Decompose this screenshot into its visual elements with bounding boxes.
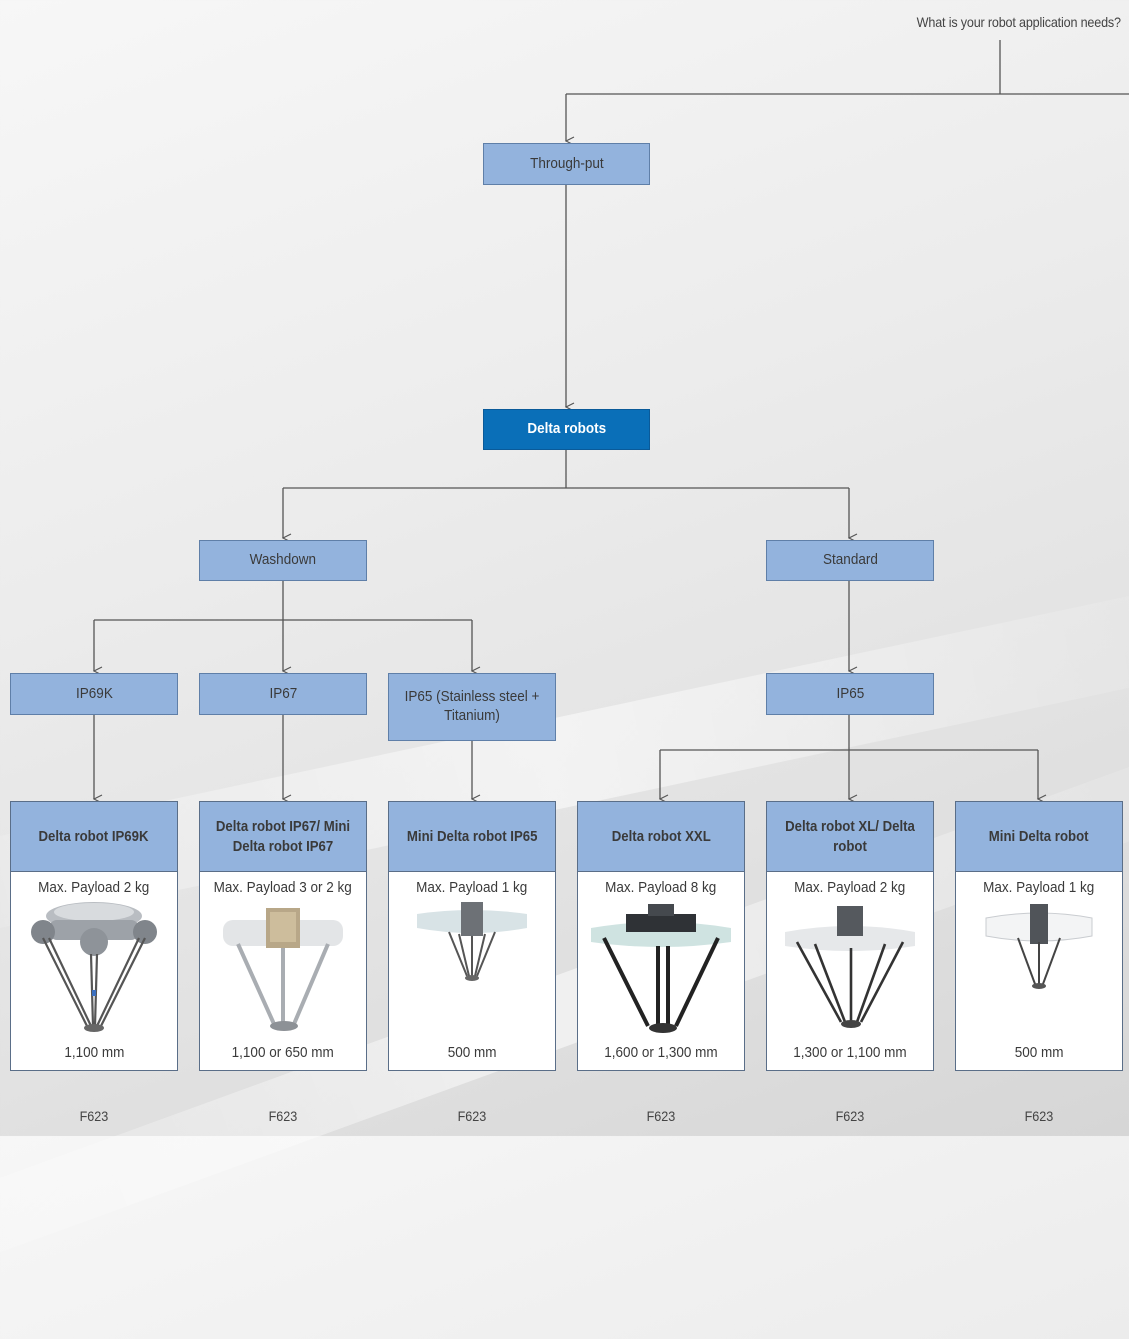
product-card-mini-delta-ip65: Mini Delta robot IP65 Max. Payload 1 kg … bbox=[388, 801, 556, 1071]
product-code: F623 bbox=[457, 1108, 487, 1124]
product-reach: 500 mm bbox=[447, 1044, 497, 1061]
product-card-delta-xxl: Delta robot XXL Max. Payload 8 kg 1,600 … bbox=[577, 801, 745, 1071]
product-name: Delta robot XL/ Delta robot bbox=[767, 802, 933, 872]
product-code: F623 bbox=[268, 1108, 298, 1124]
product-payload: Max. Payload 3 or 2 kg bbox=[213, 879, 353, 896]
node-ip65: IP65 bbox=[766, 673, 934, 715]
node-ip65-stainless: IP65 (Stainless steel + Titanium) bbox=[388, 673, 556, 741]
product-reach: 1,100 mm bbox=[63, 1044, 125, 1061]
product-payload: Max. Payload 1 kg bbox=[983, 879, 1095, 896]
product-code: F623 bbox=[835, 1108, 865, 1124]
product-reach: 1,300 or 1,100 mm bbox=[793, 1044, 907, 1061]
product-code: F623 bbox=[646, 1108, 676, 1124]
product-card-delta-ip69k: Delta robot IP69K Max. Payload 2 kg 1,10… bbox=[10, 801, 178, 1071]
node-delta-robots: Delta robots bbox=[483, 409, 650, 450]
node-throughput: Through-put bbox=[483, 143, 650, 185]
product-reach: 1,600 or 1,300 mm bbox=[604, 1044, 718, 1061]
product-card-mini-delta: Mini Delta robot Max. Payload 1 kg 500 m… bbox=[955, 801, 1123, 1071]
question-label: What is your robot application needs? bbox=[916, 14, 1121, 30]
product-payload: Max. Payload 1 kg bbox=[416, 879, 528, 896]
product-code: F623 bbox=[1024, 1108, 1054, 1124]
product-card-delta-ip67: Delta robot IP67/ Mini Delta robot IP67 … bbox=[199, 801, 367, 1071]
product-payload: Max. Payload 2 kg bbox=[794, 879, 906, 896]
mini-delta-robot-ip65-image bbox=[389, 898, 555, 1038]
delta-robot-ip67-image bbox=[200, 898, 366, 1038]
product-name: Delta robot XXL bbox=[578, 802, 744, 872]
product-name: Delta robot IP67/ Mini Delta robot IP67 bbox=[200, 802, 366, 872]
delta-robot-ip69k-image bbox=[11, 898, 177, 1038]
product-payload: Max. Payload 8 kg bbox=[605, 879, 717, 896]
product-name: Mini Delta robot bbox=[956, 802, 1122, 872]
delta-robot-xl-image bbox=[767, 898, 933, 1038]
product-card-delta-xl: Delta robot XL/ Delta robot Max. Payload… bbox=[766, 801, 934, 1071]
product-name: Mini Delta robot IP65 bbox=[389, 802, 555, 872]
product-payload: Max. Payload 2 kg bbox=[38, 879, 150, 896]
node-standard: Standard bbox=[766, 540, 934, 581]
connector-lines bbox=[0, 40, 1129, 1136]
product-reach: 1,100 or 650 mm bbox=[231, 1044, 335, 1061]
delta-robot-xxl-image bbox=[578, 898, 744, 1038]
node-ip69k: IP69K bbox=[10, 673, 178, 715]
product-name: Delta robot IP69K bbox=[11, 802, 177, 872]
node-washdown: Washdown bbox=[199, 540, 367, 581]
node-ip67: IP67 bbox=[199, 673, 367, 715]
product-code: F623 bbox=[79, 1108, 109, 1124]
mini-delta-robot-image bbox=[956, 898, 1122, 1038]
product-reach: 500 mm bbox=[1014, 1044, 1064, 1061]
